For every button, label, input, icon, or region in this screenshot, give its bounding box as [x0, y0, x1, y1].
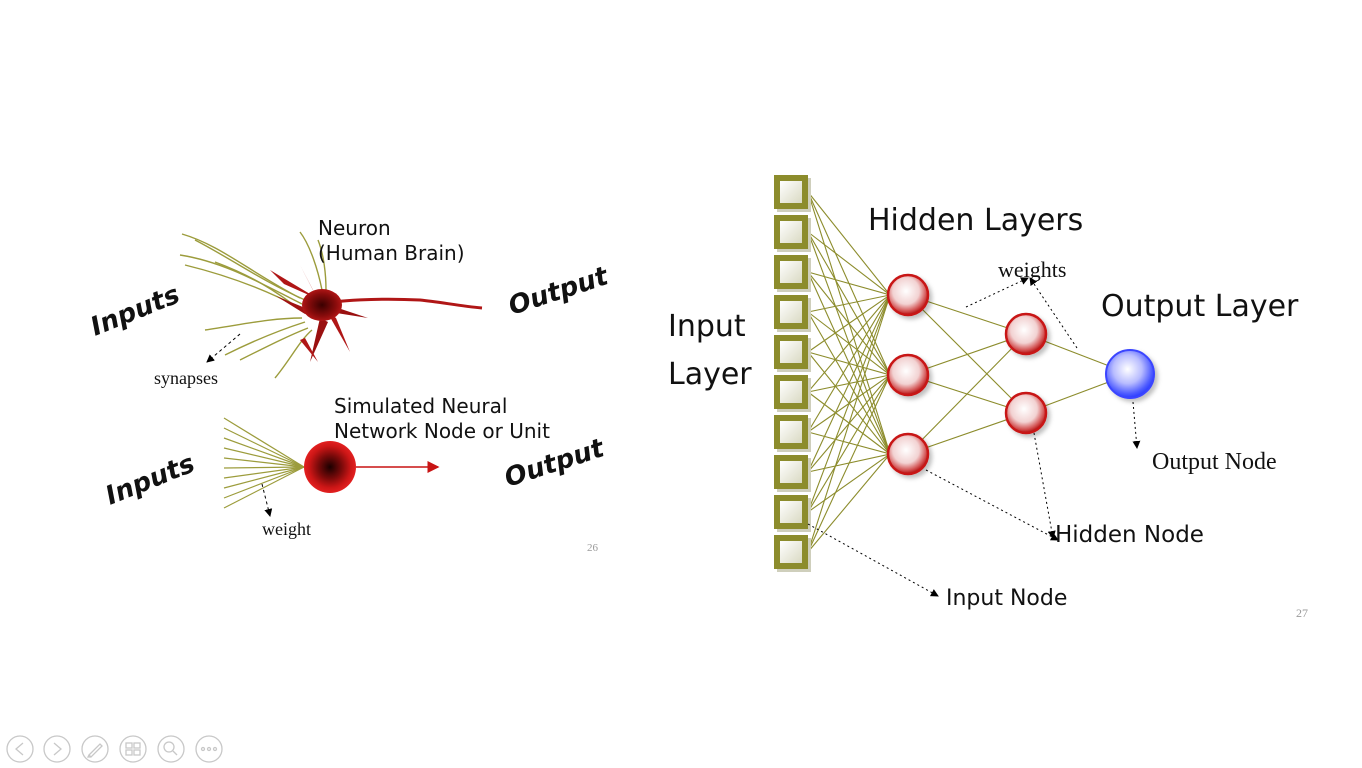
weights-arrow	[965, 277, 1029, 308]
previous-button[interactable]	[6, 735, 34, 763]
page-number-right: 27	[1296, 606, 1308, 620]
zoom-icon	[163, 741, 178, 756]
synapses-arrow	[206, 333, 241, 363]
hidden-node	[1004, 312, 1048, 356]
weights-arrow-2	[1029, 277, 1078, 349]
hidden-layers-label: Hidden Layers	[868, 203, 1083, 238]
output-label-top: Output	[505, 261, 613, 322]
see-all-slides-button[interactable]	[119, 735, 147, 763]
neuron-body	[270, 265, 483, 362]
zoom-button[interactable]	[157, 735, 185, 763]
simulated-node-inputs	[223, 417, 305, 509]
hidden-node-arrow	[1033, 432, 1056, 539]
inputs-label-bottom: Inputs	[101, 449, 199, 512]
hidden-layer-1	[886, 273, 930, 476]
hidden-node	[886, 432, 930, 476]
input-node	[774, 175, 811, 212]
presentation-toolbar	[6, 735, 223, 763]
weight-arrow	[261, 483, 273, 517]
simulated-node	[304, 441, 356, 493]
input-node	[774, 455, 811, 492]
output-layer-label: Output Layer	[1101, 289, 1299, 324]
input-nodes	[774, 175, 811, 572]
neuron-sublabel: (Human Brain)	[318, 241, 465, 265]
neuron-dendrites	[179, 231, 327, 379]
input-node	[774, 255, 811, 292]
hidden-layer-2	[1004, 312, 1048, 435]
hidden-node	[1004, 391, 1048, 435]
inputs-label-top: Inputs	[86, 280, 184, 343]
slides-grid-icon	[125, 742, 141, 756]
input-layer-label: Input	[668, 309, 746, 344]
pointer-arrows	[807, 277, 1141, 597]
pen-icon	[86, 743, 103, 758]
input-node-arrow	[807, 523, 939, 597]
neuron-label: Neuron	[318, 216, 391, 240]
hidden-node-label: Hidden Node	[1055, 522, 1204, 548]
input-node	[774, 375, 811, 412]
input-node	[774, 495, 811, 532]
next-icon	[53, 742, 62, 756]
input-node	[774, 295, 811, 332]
weight-label: weight	[262, 519, 311, 539]
hidden-node-arrow-2	[925, 469, 1059, 541]
output-node-arrow	[1132, 401, 1141, 449]
more-options-button[interactable]	[195, 735, 223, 763]
simulated-node-label: Simulated Neural	[334, 394, 507, 418]
simulated-node-sublabel: Network Node or Unit	[334, 419, 550, 443]
weights-label: weights	[998, 257, 1066, 282]
previous-icon	[15, 742, 24, 756]
hidden-node	[886, 353, 930, 397]
next-button[interactable]	[43, 735, 71, 763]
page-number-left: 26	[587, 542, 599, 554]
input-to-hidden-connections	[807, 191, 891, 553]
input-node	[774, 535, 811, 572]
slide-left: Neuron (Human Brain) Inputs Output synap…	[86, 216, 613, 554]
input-node	[774, 415, 811, 452]
slide-right: Input Layer Hidden Layers weights Output…	[668, 175, 1308, 620]
pen-button[interactable]	[81, 735, 109, 763]
input-node-label: Input Node	[946, 586, 1067, 611]
input-node	[774, 335, 811, 372]
output-node	[1105, 349, 1155, 399]
synapses-label: synapses	[154, 368, 218, 388]
output-node-label: Output Node	[1152, 449, 1277, 475]
input-layer-sublabel: Layer	[668, 357, 752, 392]
hidden-node	[886, 273, 930, 317]
more-icon	[200, 746, 218, 752]
input-node	[774, 215, 811, 252]
